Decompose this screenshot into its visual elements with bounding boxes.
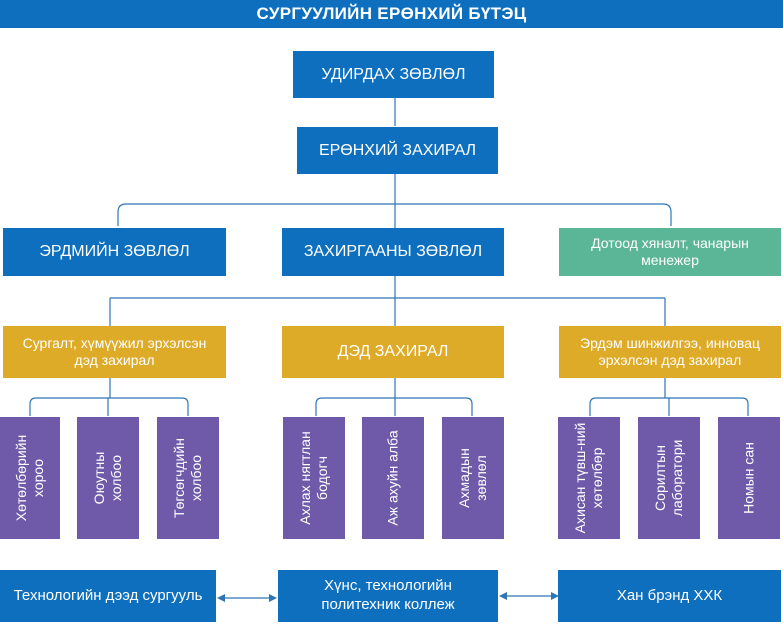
research-deputy-label: Эрдэм шинжилгээ, инновац эрхэлсэн дэд за… xyxy=(580,334,760,369)
unit-label: Ахлах нягтлан бодогч xyxy=(297,431,330,525)
unit-label: Оюутны холбоо xyxy=(91,451,124,505)
unit-box-testing-laboratory: Сорилтын лаборатори xyxy=(638,417,700,539)
academic-council-label: ЭРДМИЙН ЗӨВЛӨЛ xyxy=(39,243,190,260)
research-deputy-box: Эрдэм шинжилгээ, инновац эрхэлсэн дэд за… xyxy=(559,326,781,378)
unit-label: Аж ахуйн алба xyxy=(384,430,401,526)
quality-manager-label: Дотоод хяналт, чанарын менежер xyxy=(591,234,749,269)
unit-label: Номын сан xyxy=(740,442,757,514)
unit-label: Төгсөгчдийн холбоо xyxy=(171,438,204,518)
academic-council-box: ЭРДМИЙН ЗӨВЛӨЛ xyxy=(3,228,226,276)
governing-board-box: УДИРДАХ ЗӨВЛӨЛ xyxy=(293,51,494,98)
governing-board-label: УДИРДАХ ЗӨВЛӨЛ xyxy=(321,65,466,83)
unit-label: Хөтөлбөрийн хороо xyxy=(13,434,46,522)
general-director-box: ЕРӨНХИЙ ЗАХИРАЛ xyxy=(297,127,498,174)
unit-label: Сорилтын лаборатори xyxy=(652,439,685,517)
unit-box-elders-council: Ахмадын зөвлөл xyxy=(442,417,504,539)
deputy-director-label: ДЭД ЗАХИРАЛ xyxy=(337,343,449,360)
polytechnic-college-label: Хүнс, технологийн политехник коллеж xyxy=(321,577,455,613)
unit-box-alumni-association: Төгсөгчдийн холбоо xyxy=(157,417,219,539)
unit-box-library: Номын сан xyxy=(718,417,780,539)
training-deputy-box: Сургалт, хүмүүжил эрхэлсэн дэд захирал xyxy=(3,326,226,378)
general-director-label: ЕРӨНХИЙ ЗАХИРАЛ xyxy=(318,141,477,159)
unit-box-advanced-program: Ахисан түвш-ний хөтөлбөр xyxy=(558,417,620,539)
unit-label: Ахмадын зөвлөл xyxy=(456,448,489,508)
deputy-director-box: ДЭД ЗАХИРАЛ xyxy=(282,326,504,378)
unit-label: Ахисан түвш-ний хөтөлбөр xyxy=(572,422,605,534)
unit-box-student-union: Оюутны холбоо xyxy=(77,417,139,539)
training-deputy-label: Сургалт, хүмүүжил эрхэлсэн дэд захирал xyxy=(22,334,207,369)
khan-brand-box: Хан брэнд ХХК xyxy=(558,570,781,622)
chart-title: СУРГУУЛИЙН ЕРӨНХИЙ БҮТЭЦ xyxy=(0,0,783,28)
unit-box-facilities-office: Аж ахуйн алба xyxy=(362,417,424,539)
unit-box-curriculum-committee: Хөтөлбөрийн хороо xyxy=(0,417,60,539)
polytechnic-college-box: Хүнс, технологийн политехник коллеж xyxy=(278,570,498,622)
khan-brand-label: Хан брэнд ХХК xyxy=(616,586,723,604)
technology-college-box: Технологийн дээд сургууль xyxy=(0,570,216,622)
unit-box-chief-accountant: Ахлах нягтлан бодогч xyxy=(283,417,345,539)
quality-manager-box: Дотоод хяналт, чанарын менежер xyxy=(559,228,781,276)
technology-college-label: Технологийн дээд сургууль xyxy=(13,586,203,604)
admin-council-box: ЗАХИРГААНЫ ЗӨВЛӨЛ xyxy=(282,228,504,276)
admin-council-label: ЗАХИРГААНЫ ЗӨВЛӨЛ xyxy=(303,243,483,260)
